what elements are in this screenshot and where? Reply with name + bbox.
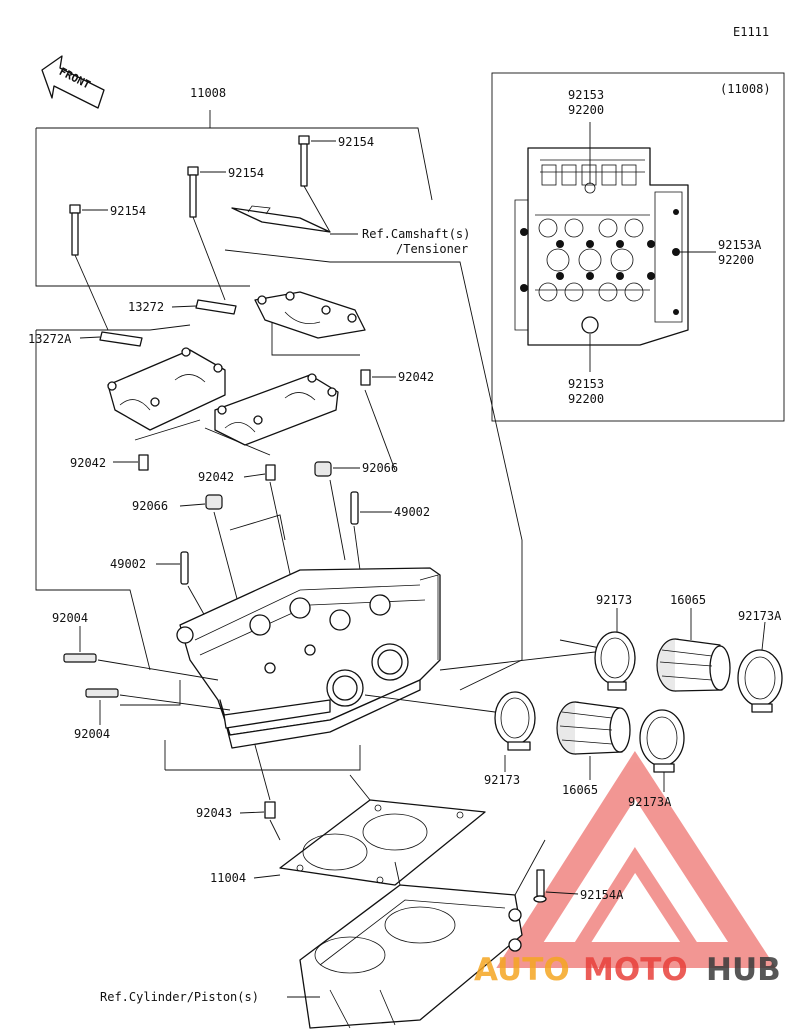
label-92173-lower: 92173 <box>484 773 520 787</box>
seal-92066-upper <box>314 461 360 561</box>
label-ref-camshaft: Ref.Camshaft(s) <box>362 227 470 241</box>
label-92042-middle: 92042 <box>198 470 234 484</box>
logo-text-auto: AUTO <box>474 952 570 988</box>
label-92154-right: 92154 <box>338 135 374 149</box>
label-13272A: 13272A <box>28 332 72 346</box>
stud-92004-lower <box>85 688 231 725</box>
label-16065-lower: 16065 <box>562 783 598 797</box>
seal-92066-lower <box>179 494 241 611</box>
camshaft-cap-left <box>107 347 226 431</box>
automotohub-watermark <box>496 751 776 968</box>
label-49002-left: 49002 <box>110 557 146 571</box>
label-92004-lower: 92004 <box>74 727 110 741</box>
label-49002-right: 49002 <box>394 505 430 519</box>
cylinder-block <box>287 839 546 1029</box>
clamp-92173A-upper <box>737 621 783 713</box>
label-16065-upper: 16065 <box>670 593 706 607</box>
label-ref-tensioner: /Tensioner <box>396 242 468 256</box>
dowel-92042-upper <box>360 369 396 471</box>
label-92042-left: 92042 <box>70 456 106 470</box>
label-11008: 11008 <box>190 86 226 100</box>
label-92154A: 92154A <box>580 888 624 902</box>
clamp-92173-upper <box>439 608 636 691</box>
inset-label: (11008) <box>720 82 771 96</box>
logo-text-hub: HUB <box>706 952 781 988</box>
plate-13272 <box>171 299 237 315</box>
inset-label-92200-bottom: 92200 <box>568 392 604 406</box>
automotohub-logo: AUTO MOTO HUB <box>474 952 781 988</box>
label-92066-upper: 92066 <box>362 461 398 475</box>
bolt-92154-right <box>298 135 336 233</box>
label-ref-cylinder-piston: Ref.Cylinder/Piston(s) <box>100 990 259 1004</box>
front-arrow-icon: FRONT <box>41 55 105 109</box>
bolt-92154-left <box>69 204 109 331</box>
label-11004: 11004 <box>210 871 246 885</box>
label-92154-left: 92154 <box>110 204 146 218</box>
cylinder-head <box>176 567 441 749</box>
bolt-92154A <box>533 869 579 903</box>
camshaft-cap-upper-right <box>254 291 366 339</box>
valve-guide-49002-left <box>156 551 211 626</box>
inset-panel: (11008) <box>491 72 785 422</box>
inset-label-92153-bottom: 92153 <box>568 377 604 391</box>
label-92066-lower: 92066 <box>132 499 168 513</box>
bolt-92154-middle <box>187 166 226 301</box>
label-92173-upper: 92173 <box>596 593 632 607</box>
camshaft-tensioner-bracket <box>231 205 358 235</box>
label-13272: 13272 <box>128 300 164 314</box>
logo-text-moto: MOTO <box>583 952 688 988</box>
dowel-92042-left <box>113 454 149 471</box>
head-gasket-11004 <box>253 774 486 886</box>
label-92173A-lower: 92173A <box>628 795 672 809</box>
inset-label-92153-top: 92153 <box>568 88 604 102</box>
valve-guide-49002-right <box>350 491 392 571</box>
plate-13272A <box>79 331 143 347</box>
inset-label-92153A: 92153A <box>718 238 762 252</box>
inset-head-top-view <box>514 147 689 346</box>
diagram-code: E1111 <box>733 25 769 39</box>
label-92043: 92043 <box>196 806 232 820</box>
camshaft-cap-right <box>214 373 339 446</box>
clamp-92173A-lower <box>639 709 685 792</box>
label-92042-upper: 92042 <box>398 370 434 384</box>
label-92173A-upper: 92173A <box>738 609 782 623</box>
label-92004-upper: 92004 <box>52 611 88 625</box>
stud-92004-upper <box>63 626 219 681</box>
inset-label-92200-right: 92200 <box>718 253 754 267</box>
assembly-brackets <box>35 110 601 771</box>
label-92154-middle: 92154 <box>228 166 264 180</box>
dowel-92043 <box>239 744 276 819</box>
clamp-92173-lower <box>364 691 536 772</box>
part-labels: 11008 92154 92154 92154 Ref.Camshaft(s) … <box>28 86 782 1004</box>
intake-holder-16065-lower <box>556 701 631 780</box>
intake-holder-16065-upper <box>656 608 731 692</box>
inset-label-92200-top: 92200 <box>568 103 604 117</box>
